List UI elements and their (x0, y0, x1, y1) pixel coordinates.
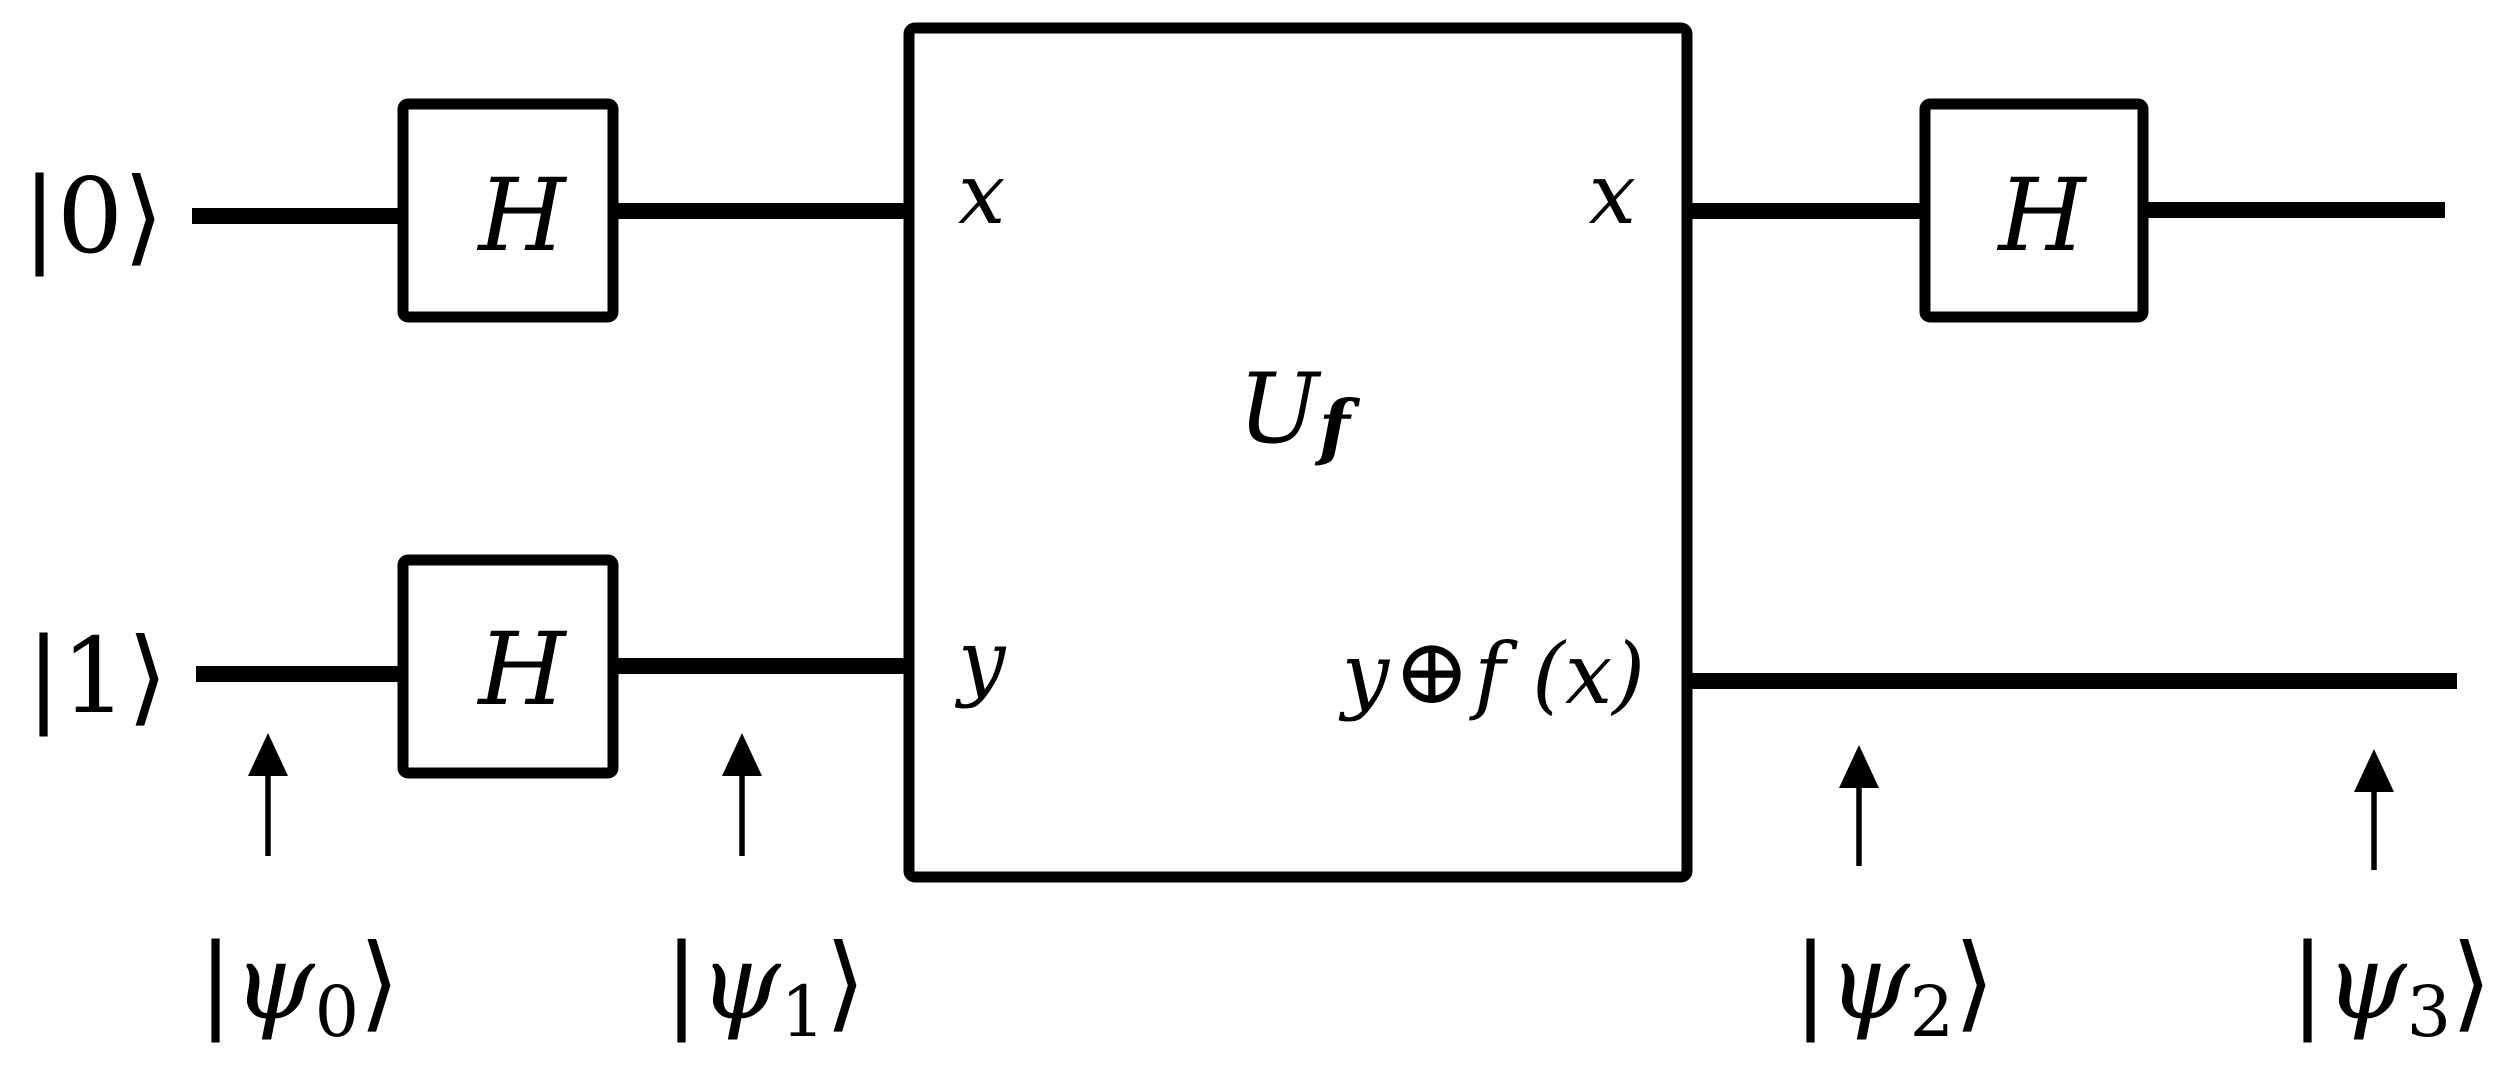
hadamard-gate-output: H (1919, 98, 2149, 323)
state-arrow-psi1 (722, 733, 762, 856)
oracle-input-x: x (958, 145, 1005, 243)
state-ket-psi0: |ψ0⟩ (198, 921, 400, 1053)
input-ket-zero: |0⟩ (22, 155, 164, 277)
input-ket-one: |1⟩ (26, 615, 168, 737)
hadamard-label-output: H (1996, 157, 2087, 274)
state-arrow-psi0 (248, 733, 288, 856)
wires (192, 202, 2457, 689)
state-ket-psi1: |ψ1⟩ (664, 921, 866, 1053)
oracle-output-x: x (1589, 145, 1636, 243)
hadamard-label-top: H (476, 157, 567, 274)
hadamard-gate-top: H (397, 98, 619, 323)
hadamard-gate-bottom: H (397, 554, 619, 779)
oracle-output-y-xor-fx: y⊕f (x) (1338, 618, 1645, 725)
oracle-input-y: y (954, 612, 1007, 710)
state-arrow-psi2 (1839, 745, 1879, 866)
hadamard-label-bottom: H (476, 611, 567, 728)
oracle-gate: Uf x y x y⊕f (x) (903, 22, 1693, 883)
state-ket-psi2: |ψ2⟩ (1793, 921, 1995, 1053)
state-arrow-psi3 (2354, 749, 2394, 870)
state-ket-psi3: |ψ3⟩ (2290, 921, 2492, 1053)
